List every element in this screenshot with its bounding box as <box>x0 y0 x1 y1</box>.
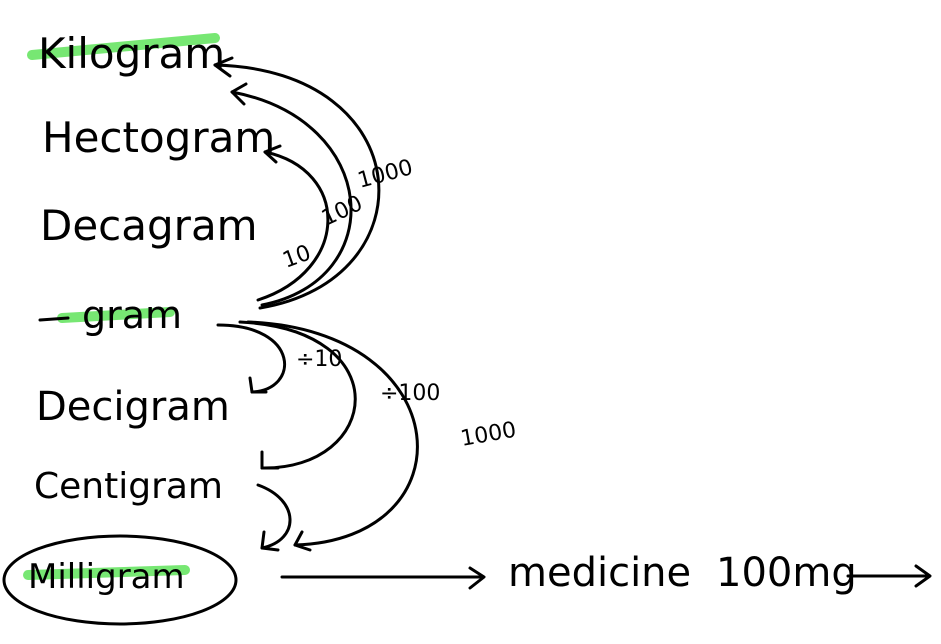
label-down-1000: 1000 <box>459 418 518 452</box>
milligram-highlight <box>23 565 190 580</box>
gram-highlight <box>57 307 175 323</box>
unit-kilogram: Kilogram <box>38 29 225 78</box>
label-up-1000: 1000 <box>355 155 416 194</box>
note-medicine: medicine <box>508 550 691 596</box>
unit-centigram: Centigram <box>34 466 223 507</box>
arc-down-100 <box>238 320 357 470</box>
kilogram-highlight <box>27 33 220 60</box>
milligram-arrowhead <box>468 566 486 590</box>
label-down-100: ÷100 <box>380 381 440 406</box>
arc-down-10 <box>216 323 287 394</box>
arc-up-10 <box>256 150 330 302</box>
arc-centigram-milligram <box>256 483 292 550</box>
unit-decigram: Decigram <box>36 384 230 430</box>
label-down-10: ÷10 <box>296 347 342 372</box>
dose-arrowhead <box>914 564 932 588</box>
arrowhead-down-1000 <box>293 530 312 552</box>
milligram-circle <box>2 534 238 626</box>
arrowhead-down-100 <box>260 450 280 470</box>
unit-decagram: Decagram <box>40 201 258 250</box>
unit-hectogram: Hectogram <box>42 113 275 162</box>
unit-milligram: Milligram <box>28 557 185 597</box>
arrowhead-up-1000 <box>213 56 234 78</box>
arc-up-1000 <box>213 63 381 310</box>
arrowhead-centigram-milligram <box>260 530 280 552</box>
gram-dash <box>38 316 70 322</box>
arrowhead-up-10 <box>263 144 282 164</box>
arc-up-100 <box>230 90 353 307</box>
unit-gram: gram <box>82 293 182 337</box>
arc-down-1000 <box>246 320 419 547</box>
arrowhead-up-100 <box>230 82 248 106</box>
note-dose: 100mg <box>716 550 857 596</box>
arrowhead-down-10 <box>248 376 268 394</box>
